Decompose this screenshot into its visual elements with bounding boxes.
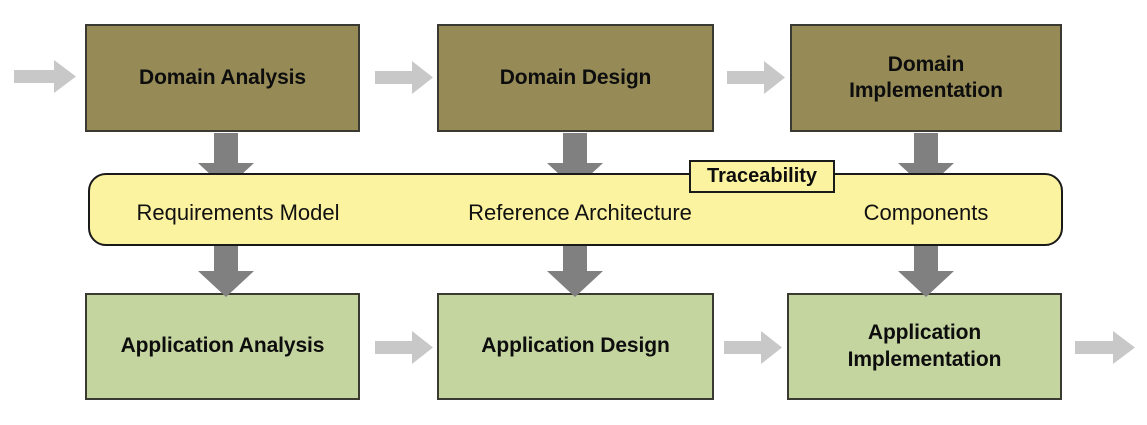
application-implementation-box[interactable]: Application Implementation [787,293,1062,400]
application-design-box[interactable]: Application Design [437,293,714,400]
domain-analysis-box[interactable]: Domain Analysis [85,24,360,132]
application-design-to-implementation-arrow-icon [724,331,782,364]
domain-implementation-box[interactable]: Domain Implementation [790,24,1062,132]
traceability-badge[interactable]: Traceability [689,160,835,193]
domain-design-label: Domain Design [499,65,652,89]
exit-flow-arrow-icon [1075,331,1135,364]
reference-architecture-label: Reference Architecture [468,200,692,225]
domain-analysis-to-design-arrow-icon [375,61,433,94]
domain-design-to-implementation-arrow-icon [727,61,785,94]
application-analysis-to-design-arrow-icon [375,331,433,364]
entry-flow-arrow-icon [14,60,76,93]
components-label: Components [863,200,989,225]
application-analysis-label: Application Analysis [120,334,325,358]
band-to-application-analysis-arrow-icon [198,241,254,297]
application-design-label: Application Design [481,334,670,358]
requirements-model-label: Requirements Model [136,200,340,225]
core-assets-band [88,173,1063,246]
domain-design-box[interactable]: Domain Design [437,24,714,132]
band-to-application-design-arrow-icon [547,241,603,297]
application-implementation-label: Application Implementation [847,321,1002,371]
domain-analysis-label: Domain Analysis [139,65,306,89]
domain-implementation-label: Domain Implementation [849,52,1003,102]
application-analysis-box[interactable]: Application Analysis [85,293,360,400]
traceability-label: Traceability [706,165,818,187]
band-to-application-implementation-arrow-icon [898,241,954,297]
